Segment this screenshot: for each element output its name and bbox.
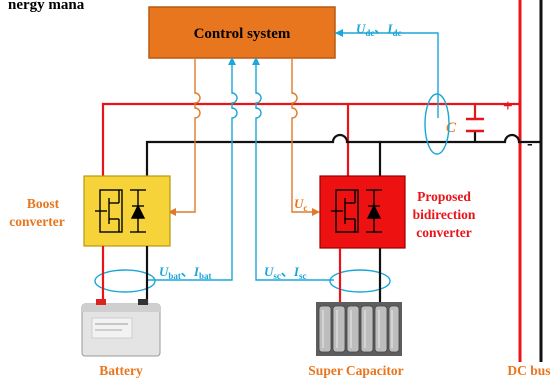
ubat-sub: bat	[168, 271, 181, 281]
ibat-symbol: I	[193, 264, 200, 279]
isc-sub: sc	[299, 271, 307, 281]
boost-converter-block: Boost converter	[9, 175, 171, 247]
dc-sep: 、	[374, 21, 387, 36]
arrow-up-blue-left	[228, 57, 236, 65]
battery-label: Battery	[99, 363, 143, 378]
proposed-converter-block: Proposed bidirection converter	[319, 175, 476, 249]
idc-symbol: I	[386, 21, 393, 36]
arrow-right-orange-proposed	[312, 208, 320, 216]
blue-signals	[146, 32, 439, 281]
minus-sign: -	[527, 134, 533, 153]
ibat-sub: bat	[199, 271, 212, 281]
usc-sub: sc	[273, 271, 281, 281]
boost-label-line1: Boost	[27, 196, 60, 211]
arrow-left-orange-boost	[168, 208, 176, 216]
arrow-up-blue-mid	[252, 57, 260, 65]
capacitor-label: C	[446, 120, 457, 136]
boost-label-line2: converter	[9, 214, 64, 229]
control-system-box	[148, 6, 336, 59]
idc-sub: dc	[392, 28, 401, 38]
top-caption: nergy mana	[8, 0, 85, 13]
positive-rail	[101, 102, 520, 176]
ubat-symbol: U	[159, 264, 169, 279]
supercap-label: Super Capacitor	[308, 363, 403, 378]
sc-measure-label: Usc、Isc	[264, 264, 306, 281]
control-system-label: Control system	[194, 26, 291, 42]
dc-measure-label: Udc、Idc	[356, 21, 401, 38]
proposed-label-line1: Proposed	[417, 189, 471, 204]
supercap-image	[316, 302, 402, 356]
dc-sensor-ring	[424, 93, 450, 155]
sc-sep: 、	[281, 264, 294, 279]
plus-sign: +	[503, 96, 513, 115]
proposed-converter-box	[319, 175, 406, 249]
source-connections	[101, 246, 382, 304]
control-system-block: Control system	[148, 6, 336, 59]
signal-arrows	[168, 29, 343, 216]
dc-bus	[518, 0, 543, 362]
arrow-left-blue-ctrl	[335, 29, 343, 37]
bat-measure-label: Ubat、Ibat	[159, 264, 212, 281]
usc-symbol: U	[264, 264, 274, 279]
udc-symbol: U	[356, 21, 366, 36]
battery-image	[81, 299, 161, 357]
sc-sensor-ring	[329, 269, 391, 293]
sensor-rings	[94, 93, 450, 293]
proposed-label-line2: bidirection	[413, 207, 476, 222]
isc-symbol: I	[293, 264, 300, 279]
udc-sub: dc	[365, 28, 374, 38]
orange-signals	[170, 58, 318, 213]
proposed-label-line3: converter	[416, 225, 471, 240]
uc-sub: c	[303, 203, 307, 213]
bat-sep: 、	[181, 264, 194, 279]
uc-symbol: U	[294, 196, 304, 211]
negative-rail	[145, 132, 541, 176]
dc-bus-label: DC bus	[507, 363, 550, 378]
capacitor: C	[446, 117, 484, 136]
uc-label: Uc	[294, 196, 307, 213]
proposed-switch-icon	[331, 189, 382, 233]
bat-sensor-ring	[94, 269, 156, 293]
boost-switch-icon	[95, 189, 146, 233]
